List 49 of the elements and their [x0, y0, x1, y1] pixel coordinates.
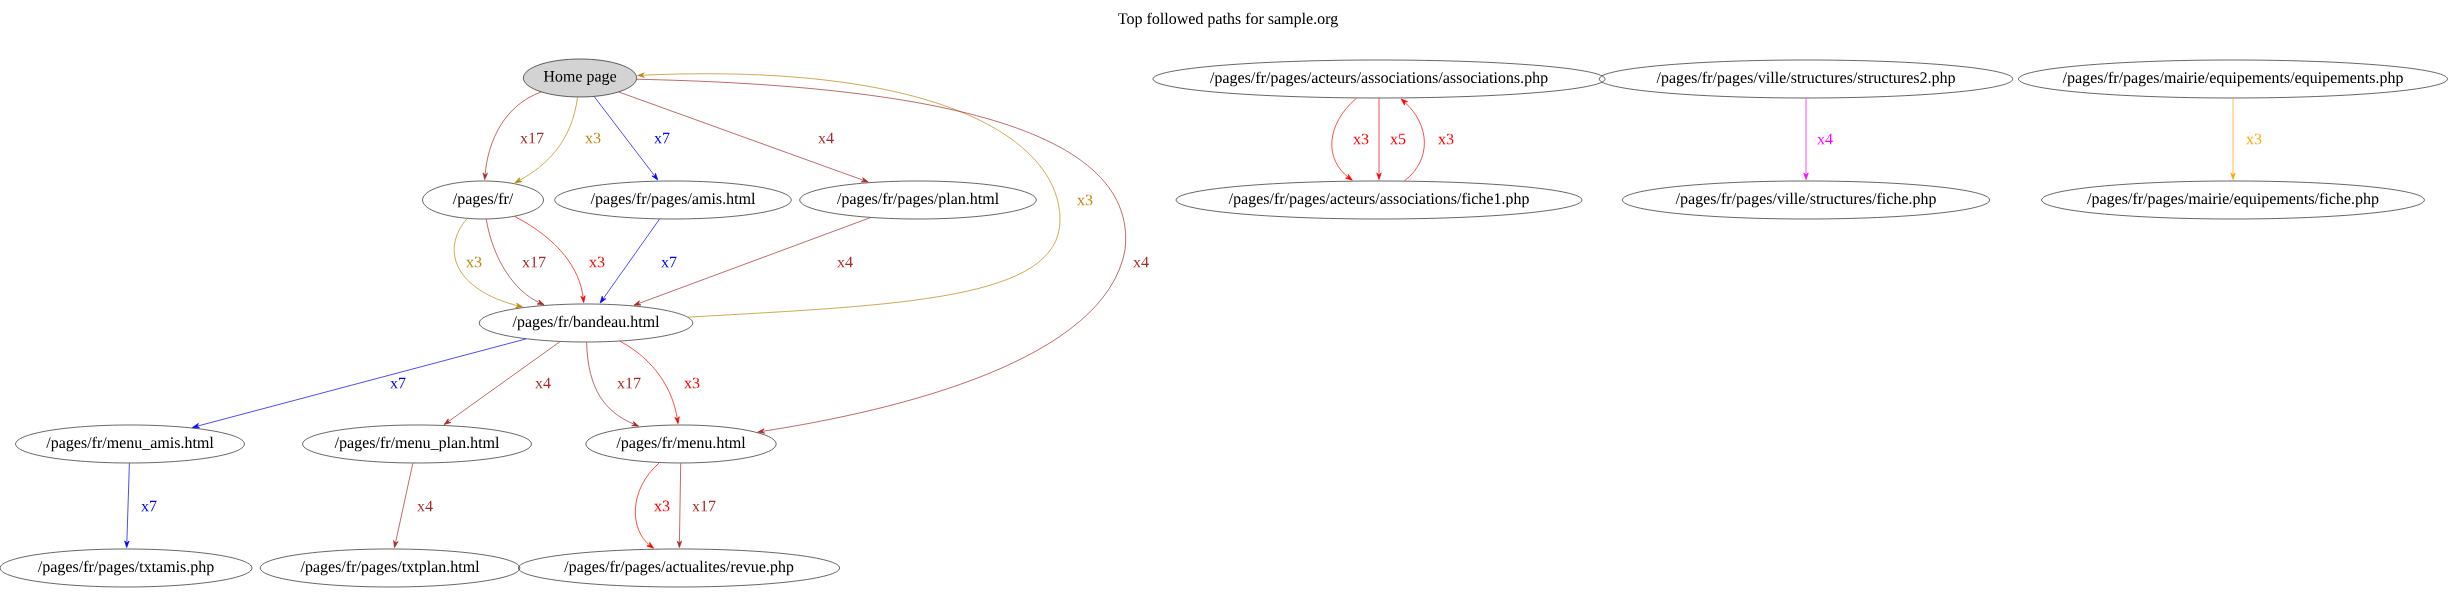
arrow — [636, 78, 1126, 434]
arrow — [514, 216, 586, 303]
edge-label: x4 — [416, 499, 434, 513]
edge-label: x17 — [519, 131, 545, 145]
edge-label: x7 — [653, 131, 671, 145]
edge-label: x4 — [1816, 132, 1834, 146]
edge-label: x3 — [2245, 132, 2263, 146]
edge-label: x3 — [653, 499, 671, 513]
edge-label: x3 — [1437, 132, 1455, 146]
edge-label: x3 — [588, 255, 606, 269]
arrow — [485, 218, 545, 306]
arrow — [2230, 97, 2236, 180]
arrow — [124, 462, 130, 548]
arrow — [443, 341, 561, 425]
edge-label: x3 — [1352, 132, 1370, 146]
arrow — [633, 217, 871, 306]
arrow — [1331, 97, 1357, 181]
arrow — [593, 96, 659, 181]
arrow — [453, 218, 523, 308]
arrow — [586, 341, 640, 427]
edge-label: x7 — [389, 376, 407, 390]
arrow — [1376, 97, 1382, 180]
arrow — [514, 96, 578, 184]
edge-label: x4 — [817, 131, 835, 145]
edge-label: x3 — [1076, 193, 1094, 207]
arrow — [1400, 98, 1425, 182]
edge-label: x3 — [465, 255, 483, 269]
arrow — [635, 462, 660, 549]
arrow — [637, 72, 1061, 318]
edge-label: x17 — [521, 255, 547, 269]
edge-label: x17 — [616, 376, 642, 390]
arrow — [192, 338, 527, 429]
edge-label: x4 — [534, 376, 552, 390]
edge-label: x7 — [140, 499, 158, 513]
arrow — [599, 218, 660, 304]
edge-label: x5 — [1389, 132, 1407, 146]
arrow — [676, 462, 683, 548]
edge-label: x3 — [683, 376, 701, 390]
edge-label: x17 — [691, 499, 717, 513]
edge-label: x4 — [836, 255, 854, 269]
arrow — [1803, 97, 1809, 180]
title: Top followed paths for sample.org — [1118, 12, 1338, 28]
arrow — [482, 91, 542, 180]
edge-label: x3 — [584, 131, 602, 145]
edge-label: x4 — [1132, 255, 1150, 269]
arrow — [393, 462, 414, 548]
arrow — [618, 91, 869, 183]
edge-label: x7 — [660, 255, 678, 269]
arrow — [619, 340, 680, 424]
